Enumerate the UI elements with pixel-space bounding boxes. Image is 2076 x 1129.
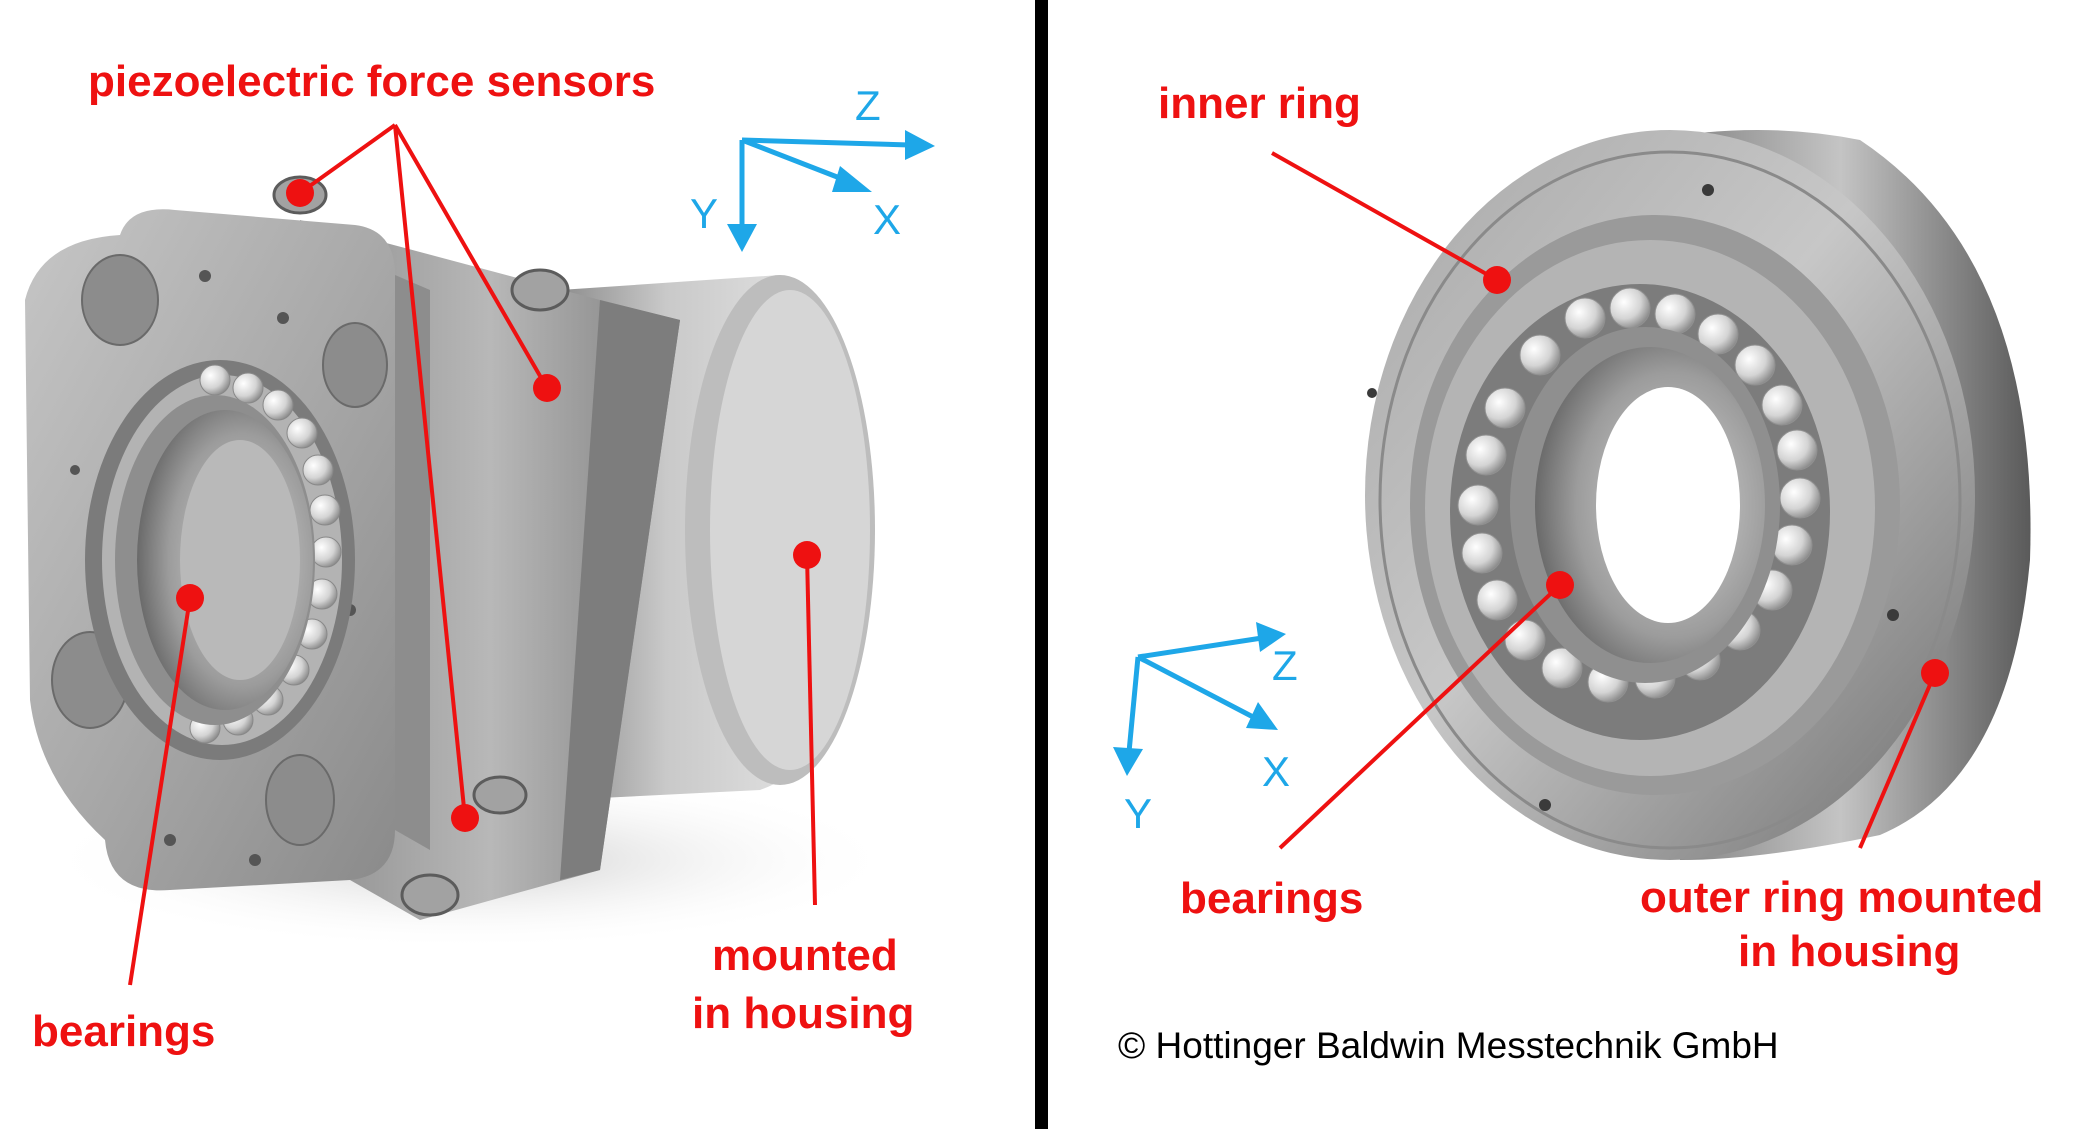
- label-outer-ring-line1: outer ring mounted: [1640, 873, 2044, 922]
- label-mounted-line1: mounted: [712, 931, 898, 980]
- right-axis-triad: [1113, 622, 1286, 776]
- right-ring-bearing-illustration: [1365, 130, 2031, 860]
- left-axis-z-label: Z: [855, 82, 881, 129]
- right-marker-dots: [1483, 266, 1949, 687]
- left-axis-triad: [727, 130, 935, 252]
- left-leader-lines: [128, 123, 817, 986]
- right-axis-y-label: Y: [1124, 790, 1153, 837]
- right-axis-x-label: X: [1262, 748, 1291, 795]
- right-leader-lines: [1271, 151, 1937, 850]
- label-inner-ring: inner ring: [1158, 79, 1361, 128]
- label-left-bearings: bearings: [32, 1007, 216, 1056]
- right-axis-z-label: Z: [1272, 642, 1298, 689]
- label-piezoelectric-force-sensors: piezoelectric force sensors: [88, 57, 656, 106]
- left-axis-x-label: X: [873, 196, 902, 243]
- left-bearing-housing-illustration: [25, 175, 900, 950]
- panel-divider: [1035, 0, 1048, 1129]
- label-mounted-line2: in housing: [692, 989, 915, 1038]
- left-axis-y-label: Y: [690, 190, 719, 237]
- copyright-notice: © Hottinger Baldwin Messtechnik GmbH: [1118, 1025, 1779, 1066]
- left-marker-dots: [176, 179, 821, 832]
- label-outer-ring-line2: in housing: [1738, 927, 1961, 976]
- label-right-bearings: bearings: [1180, 874, 1364, 923]
